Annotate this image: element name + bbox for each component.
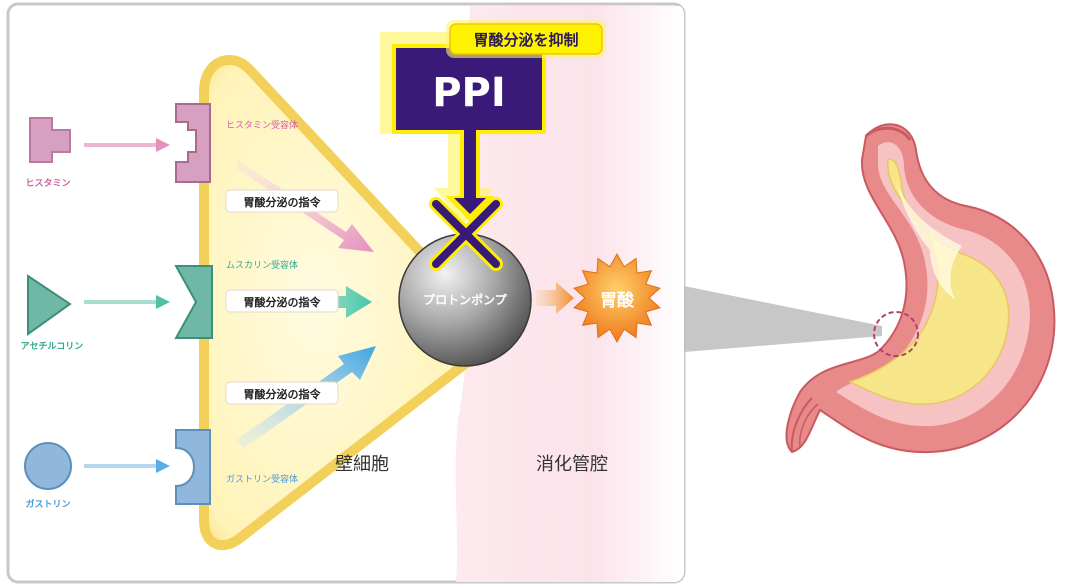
acetylcholine-label: アセチルコリン [21, 341, 84, 352]
acetylcholine-arrow [84, 295, 170, 309]
muscarinic-receptor [174, 265, 213, 339]
zoom-connector [684, 286, 882, 352]
command-box-2: 胃酸分泌の指令 [225, 289, 339, 313]
gastrin-label: ガストリン [25, 498, 70, 510]
gastrin-receptor [175, 429, 211, 505]
histamine-receptor [175, 103, 211, 183]
command-label-2: 胃酸分泌の指令 [244, 295, 322, 309]
ppi-inhibit-badge: 胃酸分泌を抑制 [446, 20, 606, 58]
command-box-3: 胃酸分泌の指令 [225, 381, 339, 405]
histamine-arrow [84, 138, 170, 152]
command-label-3: 胃酸分泌の指令 [244, 387, 322, 401]
proton-pump: プロトンポンプ [398, 233, 532, 367]
histamine-receptor-label: ヒスタミン受容体 [226, 119, 298, 131]
histamine-label: ヒスタミン [25, 177, 70, 189]
gastrin-arrow [84, 459, 170, 473]
histamine-ligand [29, 117, 71, 163]
block-x-mark [429, 197, 503, 271]
proton-pump-label: プロトンポンプ [423, 292, 508, 307]
acid-arrow [536, 282, 574, 314]
command-label-1: 胃酸分泌の指令 [244, 195, 322, 209]
ppi-inhibit-label: 胃酸分泌を抑制 [473, 31, 578, 49]
command-box-1: 胃酸分泌の指令 [225, 189, 339, 213]
parietal-cell-label: 壁細胞 [335, 454, 389, 475]
gastric-acid-label: 胃酸 [600, 290, 635, 311]
gastrin-receptor-label: ガストリン受容体 [226, 473, 298, 485]
ppi-label: PPI [432, 70, 506, 116]
lumen-label: 消化管腔 [536, 454, 608, 475]
stomach-illustration [785, 123, 1056, 454]
ppi-block: PPI [380, 32, 546, 224]
muscarinic-receptor-label: ムスカリン受容体 [226, 259, 298, 271]
acetylcholine-ligand [27, 274, 72, 336]
gastrin-ligand [24, 442, 72, 490]
gastric-acid-burst: 胃酸 [573, 252, 661, 344]
